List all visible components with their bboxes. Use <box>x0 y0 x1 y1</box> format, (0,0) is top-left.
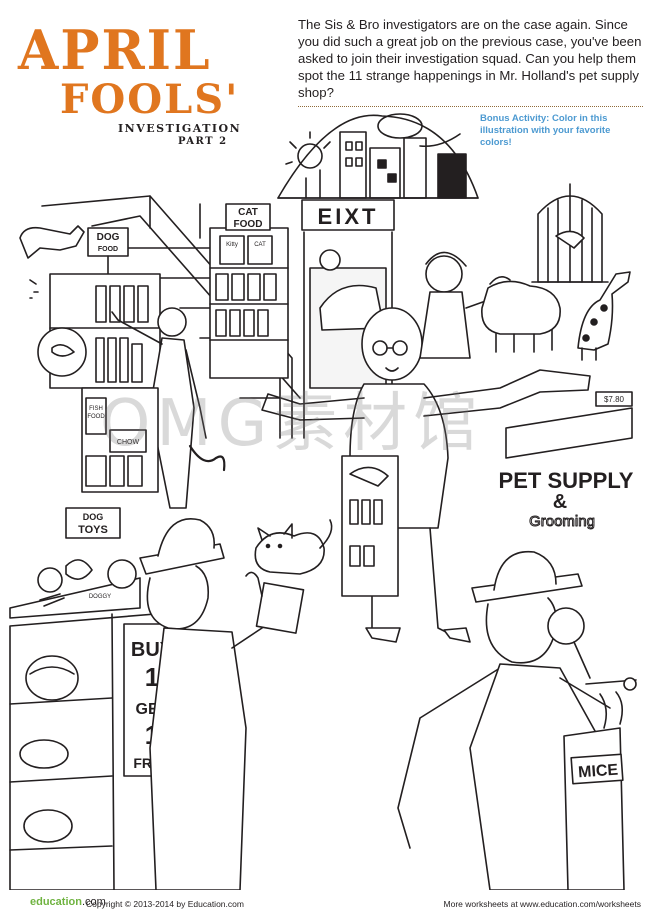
more-worksheets-link[interactable]: More worksheets at www.education.com/wor… <box>443 899 641 909</box>
pet-supply-sign: PET SUPPLY & Grooming <box>499 468 634 531</box>
worksheet-title: APRIL FOOLS' INVESTIGATION PART 2 <box>14 18 254 148</box>
title-investigation: INVESTIGATION <box>118 122 242 135</box>
cat-food-shelf: CAT FOOD Kitty CAT <box>209 203 289 379</box>
cat-food-label-1: CAT <box>238 207 258 218</box>
title-april: APRIL <box>18 18 212 83</box>
dotted-divider <box>298 106 643 107</box>
title-fools: FOOLS' <box>60 76 240 123</box>
groomer-girl <box>419 251 495 359</box>
education-logo[interactable]: education.com <box>30 896 106 908</box>
dog-toys-sign: DOG TOYS <box>65 507 121 539</box>
kitty-box-label: Kitty <box>226 242 238 248</box>
exit-sign: EIXT <box>301 199 395 231</box>
groomed-dog <box>481 276 561 353</box>
dog-toy-pile: DOGGY <box>9 559 141 619</box>
arched-window <box>277 113 479 199</box>
bird-cage <box>531 183 609 283</box>
fish-food-label-2: FOOD <box>87 414 105 420</box>
dog-toys-label-1: DOG <box>83 512 104 522</box>
display-case <box>341 455 399 597</box>
dog-food-label-1: DOG <box>97 232 120 243</box>
cat-box-label: CAT <box>254 242 266 248</box>
title-part: PART 2 <box>178 136 228 147</box>
mice-sign: MICE <box>563 677 637 890</box>
bonus-activity-text: Bonus Activity: Color in this illustrati… <box>480 113 611 148</box>
price-tag-text: $7.80 <box>604 395 625 404</box>
girl-detective <box>139 518 305 890</box>
logo-dot-com: .com <box>81 896 106 908</box>
footer: education.com Copyright © 2013-2014 by E… <box>0 892 659 918</box>
exit-sign-text: EIXT <box>318 204 379 229</box>
ampersand-text: & <box>553 491 567 513</box>
intro-paragraph: The Sis & Bro investigators are on the c… <box>298 17 642 100</box>
cat-on-floor <box>254 519 333 575</box>
mice-text: MICE <box>578 762 619 782</box>
dog-toys-label-2: TOYS <box>78 524 108 536</box>
dog-food-sign: DOG FOOD <box>87 227 129 275</box>
left-wall-shelf <box>37 273 161 389</box>
price-tag-stand: $7.80 <box>505 391 633 459</box>
grooming-text: Grooming <box>529 513 595 530</box>
cat-food-label-2: FOOD <box>234 219 263 230</box>
doggy-label: DOGGY <box>89 594 111 600</box>
fish-food-label-1: FISH <box>89 406 103 412</box>
left-counter: FISH FOOD CHOW <box>81 387 159 493</box>
watermark: OMG素材馆 <box>100 387 484 461</box>
chow-label: CHOW <box>117 439 140 446</box>
dog-on-shelf <box>19 225 85 299</box>
pet-shop-illustration: EIXT CAT FOOD Kitty CAT DOG FO <box>9 113 637 890</box>
dog-food-label-2: FOOD <box>98 246 118 253</box>
logo-text: education <box>30 896 82 908</box>
giraffe-toy <box>577 271 631 361</box>
one-text-a: 1 <box>145 662 159 692</box>
copyright-text: Copyright © 2013-2014 by Education.com <box>86 899 244 909</box>
pet-supply-text: PET SUPPLY <box>499 468 634 493</box>
buy-one-counter: BUY 1 GET 1 FREE <box>9 611 185 890</box>
